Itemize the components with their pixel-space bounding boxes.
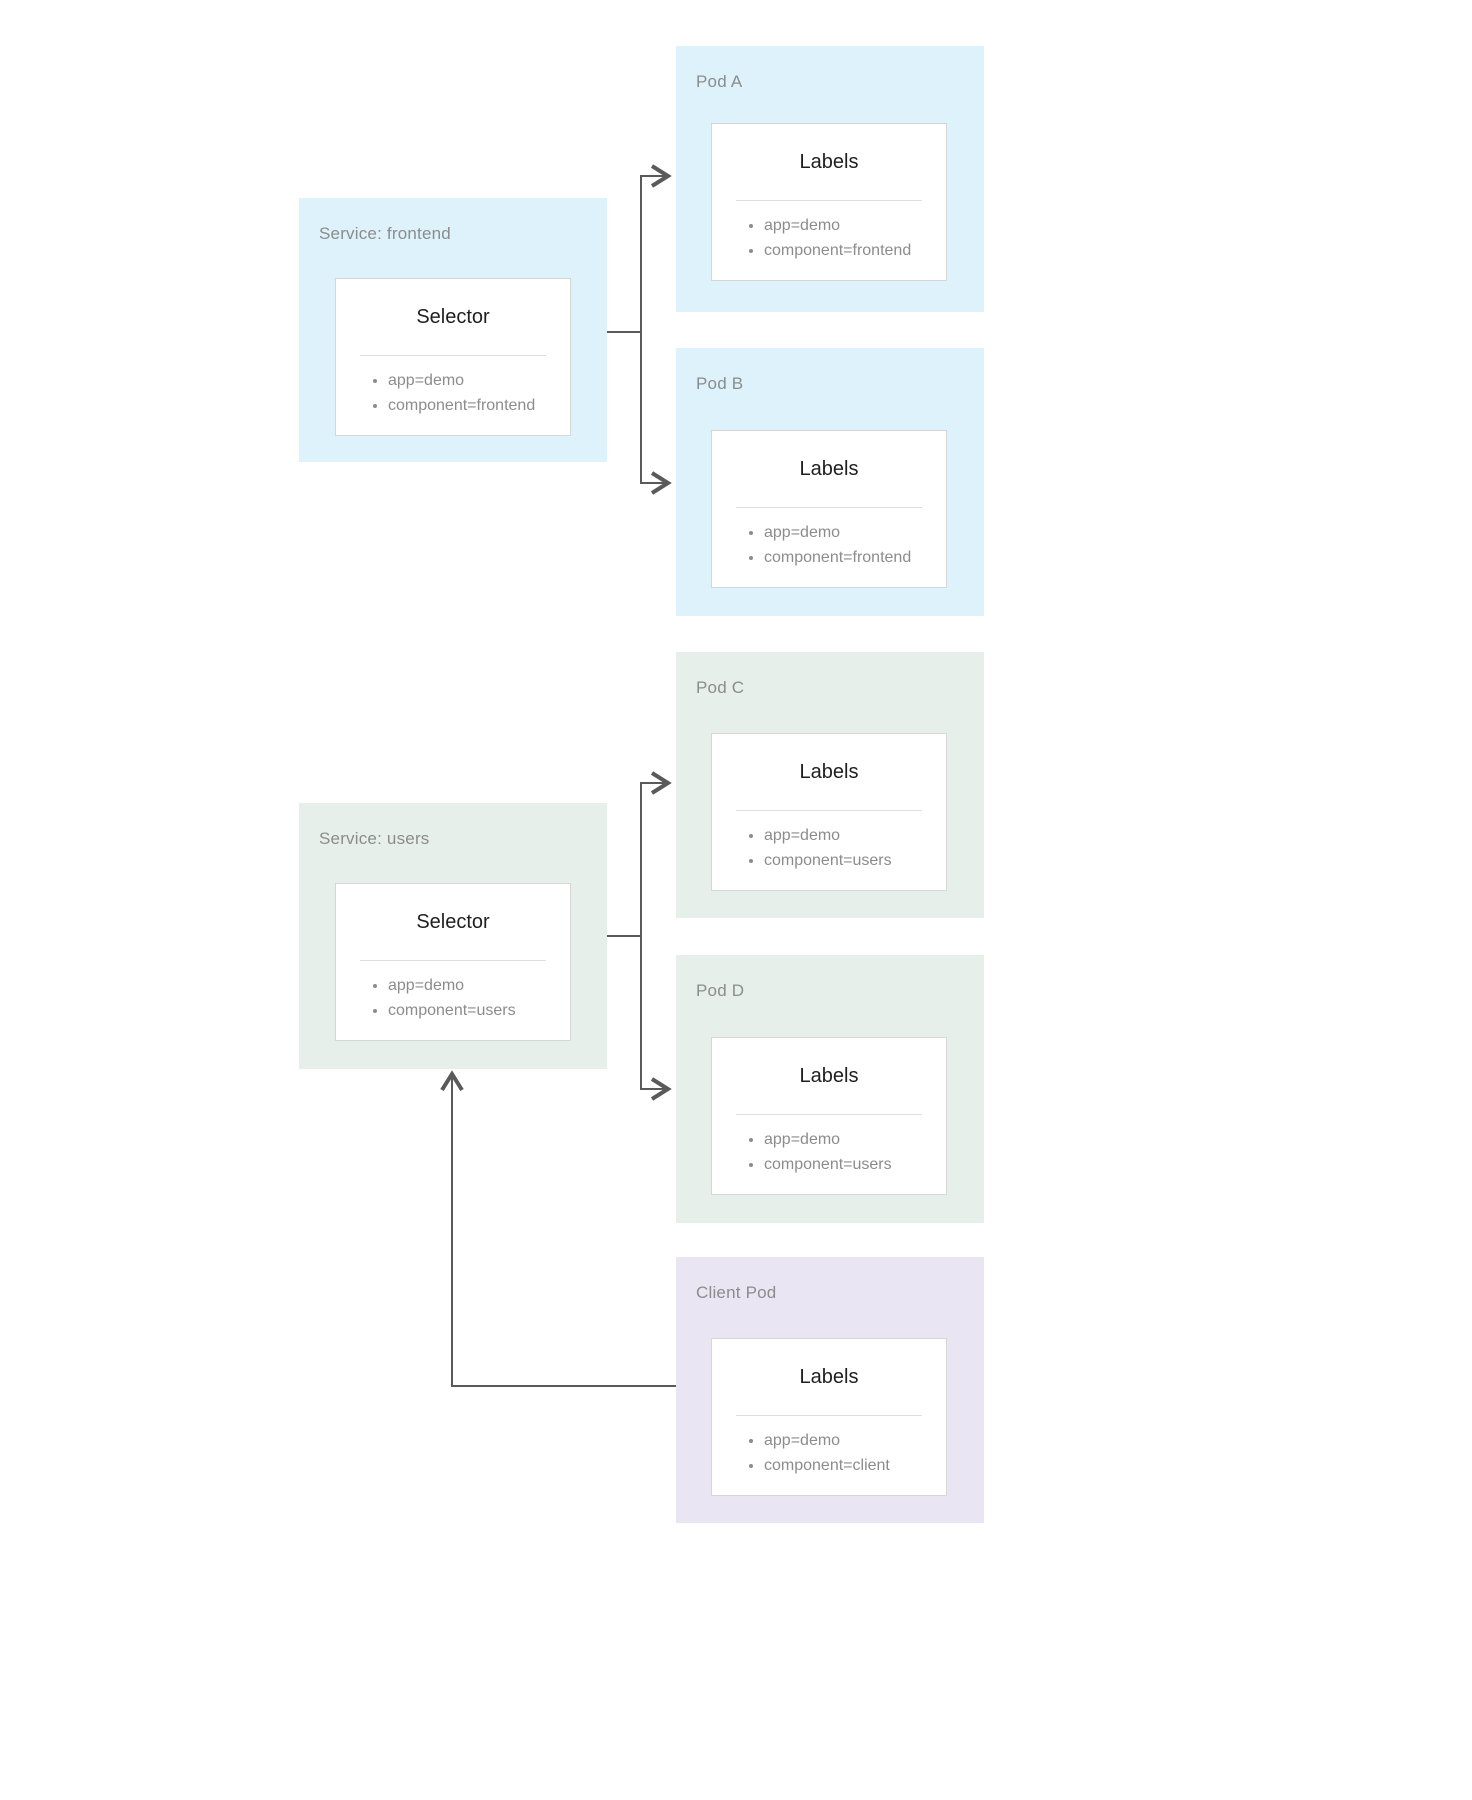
card-title-service-users: Selector — [416, 911, 490, 933]
card-rule-pod-b — [736, 507, 922, 508]
list-item: component=frontend — [764, 545, 946, 570]
card-title-pod-b: Labels — [799, 458, 859, 480]
group-title-pod-b: Pod B — [696, 374, 744, 393]
group-pod-c[interactable]: Pod C Labels app=demo component=users — [676, 652, 984, 918]
list-item: app=demo — [764, 213, 946, 238]
label-list-pod-a: app=demo component=frontend — [712, 213, 946, 263]
selector-list-service-users: app=demo component=users — [336, 973, 570, 1023]
list-item: component=users — [764, 1152, 946, 1177]
group-title-client-pod: Client Pod — [696, 1283, 777, 1302]
card-rule-pod-d — [736, 1114, 922, 1115]
card-title-pod-a: Labels — [799, 151, 859, 173]
card-service-frontend-selector[interactable]: Selector app=demo component=frontend — [335, 278, 571, 436]
list-item: app=demo — [764, 520, 946, 545]
label-list-pod-c: app=demo component=users — [712, 823, 946, 873]
card-rule-service-users — [360, 960, 546, 961]
card-pod-a-labels[interactable]: Labels app=demo component=frontend — [711, 123, 947, 281]
list-item: component=frontend — [764, 238, 946, 263]
connector-users-to-pod-d — [640, 936, 672, 1101]
group-title-pod-a: Pod A — [696, 72, 743, 91]
list-item: component=users — [388, 998, 570, 1023]
group-service-users[interactable]: Service: users Selector app=demo compone… — [299, 803, 607, 1069]
card-service-users-selector[interactable]: Selector app=demo component=users — [335, 883, 571, 1041]
card-rule-pod-c — [736, 810, 922, 811]
list-item: app=demo — [388, 368, 570, 393]
connector-frontend-to-pod-b — [640, 332, 672, 495]
card-rule-pod-a — [736, 200, 922, 201]
selector-list-service-frontend: app=demo component=frontend — [336, 368, 570, 418]
list-item: component=frontend — [388, 393, 570, 418]
card-rule-client-pod — [736, 1415, 922, 1416]
list-item: app=demo — [764, 823, 946, 848]
card-title-service-frontend: Selector — [416, 306, 490, 328]
card-title-pod-d: Labels — [799, 1065, 859, 1087]
list-item: component=users — [764, 848, 946, 873]
group-client-pod[interactable]: Client Pod Labels app=demo component=cli… — [676, 1257, 984, 1523]
list-item: app=demo — [764, 1428, 946, 1453]
card-rule-service-frontend — [360, 355, 546, 356]
group-title-pod-d: Pod D — [696, 981, 745, 1000]
label-list-pod-b: app=demo component=frontend — [712, 520, 946, 570]
card-title-pod-c: Labels — [799, 761, 859, 783]
card-pod-b-labels[interactable]: Labels app=demo component=frontend — [711, 430, 947, 588]
group-title-service-frontend: Service: frontend — [319, 224, 451, 243]
group-service-frontend[interactable]: Service: frontend Selector app=demo comp… — [299, 198, 607, 462]
list-item: app=demo — [764, 1127, 946, 1152]
label-list-client-pod: app=demo component=client — [712, 1428, 946, 1478]
connector-client-pod-to-users — [440, 1070, 676, 1387]
group-title-pod-c: Pod C — [696, 678, 745, 697]
list-item: app=demo — [388, 973, 570, 998]
card-pod-d-labels[interactable]: Labels app=demo component=users — [711, 1037, 947, 1195]
group-pod-b[interactable]: Pod B Labels app=demo component=frontend — [676, 348, 984, 616]
list-item: component=client — [764, 1453, 946, 1478]
card-title-client-pod: Labels — [799, 1366, 859, 1388]
group-pod-d[interactable]: Pod D Labels app=demo component=users — [676, 955, 984, 1223]
group-pod-a[interactable]: Pod A Labels app=demo component=frontend — [676, 46, 984, 312]
card-client-pod-labels[interactable]: Labels app=demo component=client — [711, 1338, 947, 1496]
group-title-service-users: Service: users — [319, 829, 430, 848]
connector-users-to-pod-c — [640, 771, 672, 936]
connector-frontend-to-pod-a — [640, 164, 672, 332]
card-pod-c-labels[interactable]: Labels app=demo component=users — [711, 733, 947, 891]
label-list-pod-d: app=demo component=users — [712, 1127, 946, 1177]
